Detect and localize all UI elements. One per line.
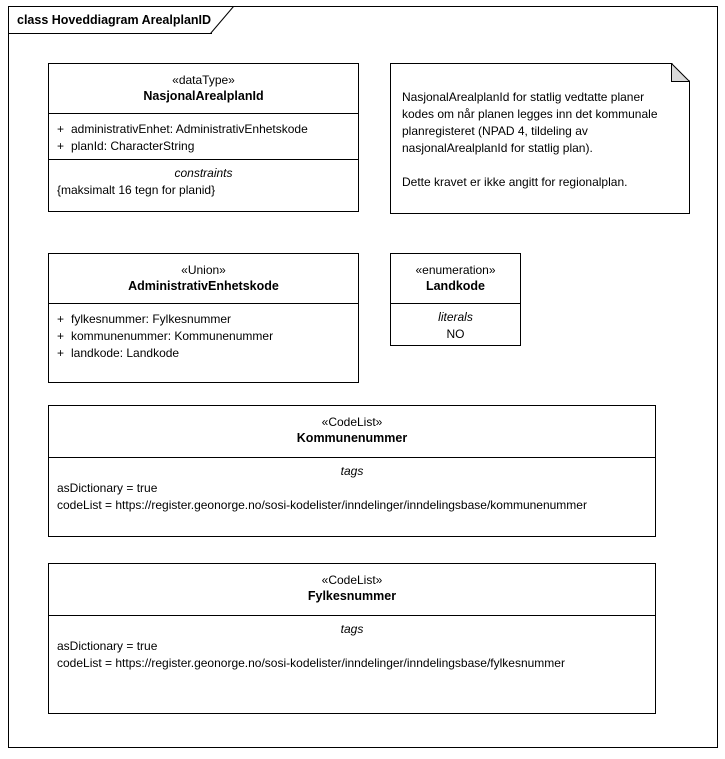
tag-line: codeList = https://register.geonorge.no/… (57, 498, 587, 512)
constraints-title: constraints (174, 166, 233, 180)
class-header-kommunenummer: «CodeList» Kommunenummer (49, 406, 655, 457)
class-attributes-administrativ-enhetskode: + fylkesnummer: Fylkesnummer + kommunenumm… (49, 303, 358, 382)
class-constraints-nasjonal-arealplan-id: constraints {maksimalt 16 tegn for plani… (49, 159, 358, 211)
attribute-row: + administrativEnhet: AdministrativEnhets… (49, 121, 358, 138)
class-stereotype: «Union» (181, 263, 226, 277)
diagram-title-tab-slant-icon (210, 6, 234, 34)
attribute-text: planId: CharacterString (71, 139, 195, 153)
class-stereotype: «CodeList» (321, 415, 383, 429)
constraint-line: {maksimalt 16 tegn for planid} (57, 183, 216, 197)
class-box-administrativ-enhetskode[interactable]: «Union» AdministrativEnhetskode + fylkesn… (48, 253, 359, 383)
diagram-title-tab: class Hoveddiagram ArealplanID (8, 6, 234, 34)
class-box-nasjonal-arealplan-id[interactable]: «dataType» NasjonalArealplanId + administ… (48, 63, 359, 212)
attribute-row: + kommunenummer: Kommunenummer (49, 328, 358, 345)
attribute-text: administrativEnhet: AdministrativEnhetsk… (71, 122, 308, 136)
attribute-text: kommunenummer: Kommunenummer (71, 329, 274, 343)
note-fold-corner-icon (671, 62, 691, 82)
tag-line: asDictionary = true (57, 639, 158, 653)
attribute-visibility: + (57, 122, 65, 136)
diagram-title-label: class Hoveddiagram ArealplanID (17, 13, 212, 27)
class-stereotype: «dataType» (172, 73, 235, 87)
class-stereotype: «enumeration» (415, 263, 496, 277)
attribute-text: fylkesnummer: Fylkesnummer (71, 312, 232, 326)
class-attributes-nasjonal-arealplan-id: + administrativEnhet: AdministrativEnhets… (49, 113, 358, 159)
class-header-administrativ-enhetskode: «Union» AdministrativEnhetskode (49, 254, 358, 303)
attribute-visibility: + (57, 139, 65, 153)
attribute-list: + fylkesnummer: Fylkesnummer + kommunenumm… (49, 304, 358, 369)
tag-line: codeList = https://register.geonorge.no/… (57, 656, 565, 670)
class-box-kommunenummer[interactable]: «CodeList» Kommunenummer tags asDictiona… (48, 405, 656, 537)
attribute-row: + fylkesnummer: Fylkesnummer (49, 311, 358, 328)
class-box-fylkesnummer[interactable]: «CodeList» Fylkesnummer tags asDictionar… (48, 563, 656, 714)
note-text: NasjonalArealplanId for statlig vedtatte… (402, 89, 678, 191)
class-tags-fylkesnummer: tags asDictionary = true codeList = http… (49, 615, 655, 715)
class-box-landkode[interactable]: «enumeration» Landkode literals NO (390, 253, 521, 346)
literal-value: NO (446, 327, 465, 341)
class-name: NasjonalArealplanId (143, 89, 264, 103)
diagram-title-tab-border (8, 6, 234, 34)
tags-title: tags (340, 464, 364, 478)
attribute-visibility: + (57, 329, 65, 343)
class-stereotype: «CodeList» (321, 573, 383, 587)
literals-title: literals (438, 310, 473, 324)
note-paragraph: NasjonalArealplanId for statlig vedtatte… (402, 90, 658, 155)
class-header-nasjonal-arealplan-id: «dataType» NasjonalArealplanId (49, 64, 358, 113)
attribute-row: + landkode: Landkode (49, 345, 358, 362)
class-header-landkode: «enumeration» Landkode (391, 254, 520, 303)
note-box[interactable]: NasjonalArealplanId for statlig vedtatte… (390, 62, 691, 214)
note-paragraph: Dette kravet er ikke angitt for regional… (402, 175, 628, 189)
attribute-text: landkode: Landkode (71, 346, 180, 360)
class-tags-kommunenummer: tags asDictionary = true codeList = http… (49, 457, 655, 538)
class-name: Landkode (425, 279, 486, 293)
attribute-visibility: + (57, 312, 65, 326)
note-outline (390, 63, 690, 214)
class-name: Fylkesnummer (307, 589, 397, 603)
tags-title: tags (340, 622, 364, 636)
class-header-fylkesnummer: «CodeList» Fylkesnummer (49, 564, 655, 615)
tag-line: asDictionary = true (57, 481, 158, 495)
class-name: Kommunenummer (296, 431, 408, 445)
class-literals-landkode: literals NO (391, 303, 520, 347)
attribute-visibility: + (57, 346, 65, 360)
attribute-row: + planId: CharacterString (49, 138, 358, 155)
attribute-list: + administrativEnhet: AdministrativEnhets… (49, 114, 358, 162)
class-name: AdministrativEnhetskode (128, 279, 279, 293)
